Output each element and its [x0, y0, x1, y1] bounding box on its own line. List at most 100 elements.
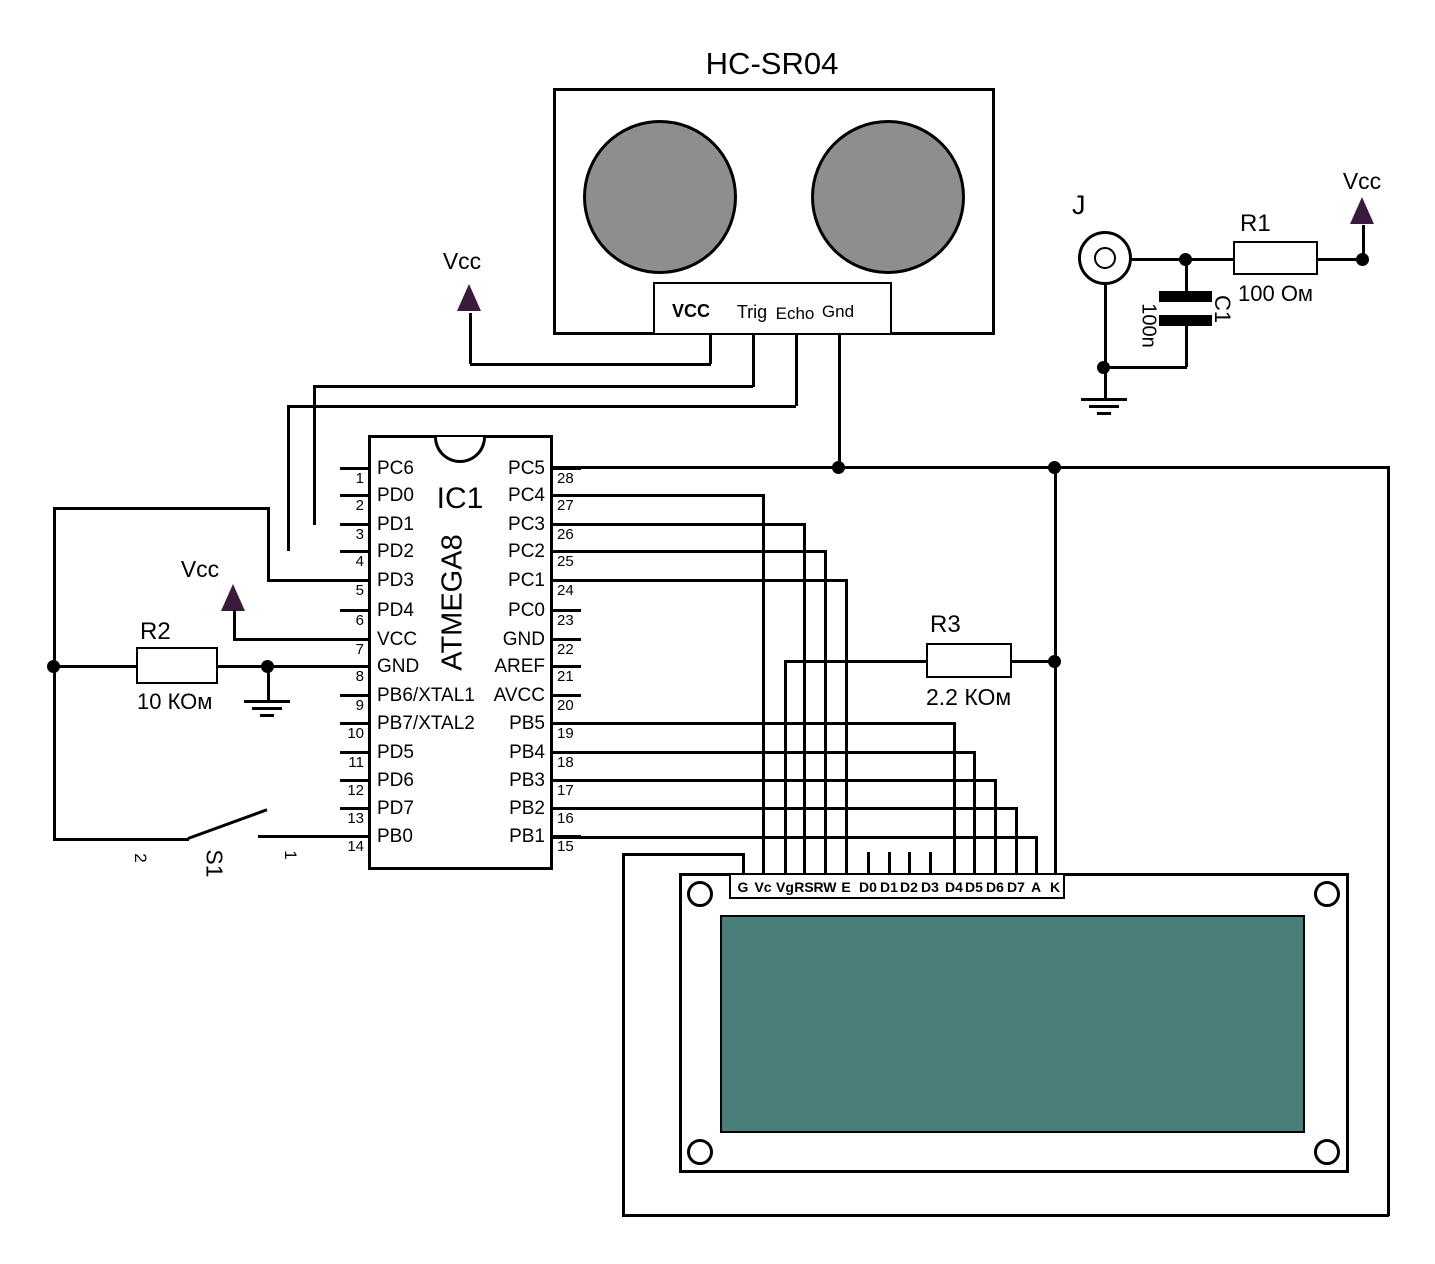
wire [1015, 807, 1018, 874]
ic-pin-number: 10 [347, 725, 364, 742]
wire [709, 335, 712, 364]
ic-pin-name-PC0: PC0 [508, 600, 545, 621]
wire [553, 494, 763, 497]
lcd-pin-label-D2: D2 [900, 879, 918, 895]
lcd-pin-label-K: K [1049, 879, 1061, 895]
lcd-pin-label-RW: RW [813, 879, 837, 895]
ic-pin-name-PC4: PC4 [508, 485, 545, 506]
ic-pin-name-PB7/XTAL2: PB7/XTAL2 [377, 713, 475, 734]
wire [553, 523, 804, 526]
lcd-pin-label-D6: D6 [986, 879, 1004, 895]
ic-pin-name-PB6/XTAL1: PB6/XTAL1 [377, 685, 475, 706]
switch-s1-label: S1 [201, 849, 228, 878]
wire [553, 579, 846, 582]
ic-pin-number: 22 [557, 641, 574, 658]
wire [553, 665, 581, 668]
wire [340, 638, 368, 641]
wire [340, 550, 368, 553]
lcd-pin-label-D1: D1 [880, 879, 898, 895]
wire [553, 751, 581, 754]
wire [1104, 285, 1107, 399]
ic-pin-name-PB1: PB1 [509, 826, 545, 847]
wire [784, 660, 927, 663]
wire [340, 523, 368, 526]
ic1-body [368, 435, 553, 870]
capacitor-c1-plate-top [1159, 291, 1212, 302]
connector-j-label: J [1072, 190, 1086, 220]
lcd-pin-label-D3: D3 [921, 879, 939, 895]
wire [287, 405, 796, 408]
wire [233, 610, 236, 639]
ic-pin-name-PB3: PB3 [509, 770, 545, 791]
wire [267, 579, 368, 582]
ic-pin-name-PB5: PB5 [509, 713, 545, 734]
capacitor-c1-label: C1 [1210, 294, 1235, 324]
ic-pin-name-PC6: PC6 [377, 458, 414, 479]
resistor-r3-label: R3 [930, 611, 961, 638]
wire [470, 363, 711, 366]
wire [340, 722, 368, 725]
wire [267, 665, 270, 701]
wire [287, 405, 290, 551]
ic-pin-number: 28 [557, 470, 574, 487]
ground-symbol-bar [260, 714, 274, 717]
wire [1387, 466, 1390, 1216]
ic-pin-name-PC3: PC3 [508, 514, 545, 535]
ic-pin-number: 7 [355, 641, 364, 658]
resistor-r1-label: R1 [1240, 210, 1271, 237]
ic-pin-number: 18 [557, 754, 574, 771]
ic-pin-name-PD2: PD2 [377, 541, 414, 562]
sensor-pin-header [653, 282, 892, 335]
ic-pin-number: 16 [557, 810, 574, 827]
ground-symbol-bar [1081, 398, 1127, 401]
ic-pin-name-PD4: PD4 [377, 600, 414, 621]
lcd-pin-label-RS: RS [794, 879, 814, 895]
resistor-r2-body [136, 647, 218, 684]
wire [553, 467, 581, 470]
resistor-r2-value: 10 КОм [137, 689, 213, 714]
wire [553, 722, 954, 725]
lcd-pin-label-Vc: Vc [754, 879, 772, 895]
ic-pin-number: 2 [355, 497, 364, 514]
lcd-pin-header [729, 873, 1065, 899]
ic-pin-name-PC5: PC5 [508, 458, 545, 479]
wire [838, 335, 841, 467]
junction-dot [1048, 461, 1061, 474]
ic-pin-name-PD0: PD0 [377, 485, 414, 506]
wire [824, 550, 827, 874]
wire [1318, 258, 1364, 261]
lcd-pin-label-D7: D7 [1007, 879, 1025, 895]
sensor-transducer-right [811, 120, 965, 274]
wire [553, 722, 581, 725]
wire [553, 779, 581, 782]
ic-pin-number: 8 [355, 668, 364, 685]
switch-s1-blade [187, 808, 268, 840]
lcd-pin-label-E: E [841, 879, 851, 895]
wire [313, 385, 316, 525]
wire [553, 836, 1036, 839]
lcd-hole-top-right [1314, 881, 1340, 907]
ic-pin-number: 19 [557, 725, 574, 742]
junction-dot [1048, 655, 1061, 668]
ground-symbol-bar [252, 707, 282, 710]
ic-pin-number: 23 [557, 612, 574, 629]
wire [553, 609, 581, 612]
wire [53, 665, 137, 668]
junction-dot [1097, 361, 1110, 374]
resistor-r1-body [1233, 241, 1318, 275]
ic-pin-name-PB4: PB4 [509, 742, 545, 763]
wire [340, 779, 368, 782]
ic-pin-name-VCC: VCC [377, 629, 418, 650]
wire [803, 523, 806, 874]
ic-pin-name-PB0: PB0 [377, 826, 413, 847]
wire [553, 807, 581, 810]
ic-pin-number: 5 [355, 582, 364, 599]
ic-pin-name-PD7: PD7 [377, 798, 414, 819]
sensor-pin-echo-label: Echo [775, 304, 815, 323]
wire [1185, 258, 1188, 293]
junction-dot [47, 660, 60, 673]
wire [53, 507, 268, 510]
wire [313, 385, 753, 388]
ground-symbol-bar [244, 700, 290, 703]
